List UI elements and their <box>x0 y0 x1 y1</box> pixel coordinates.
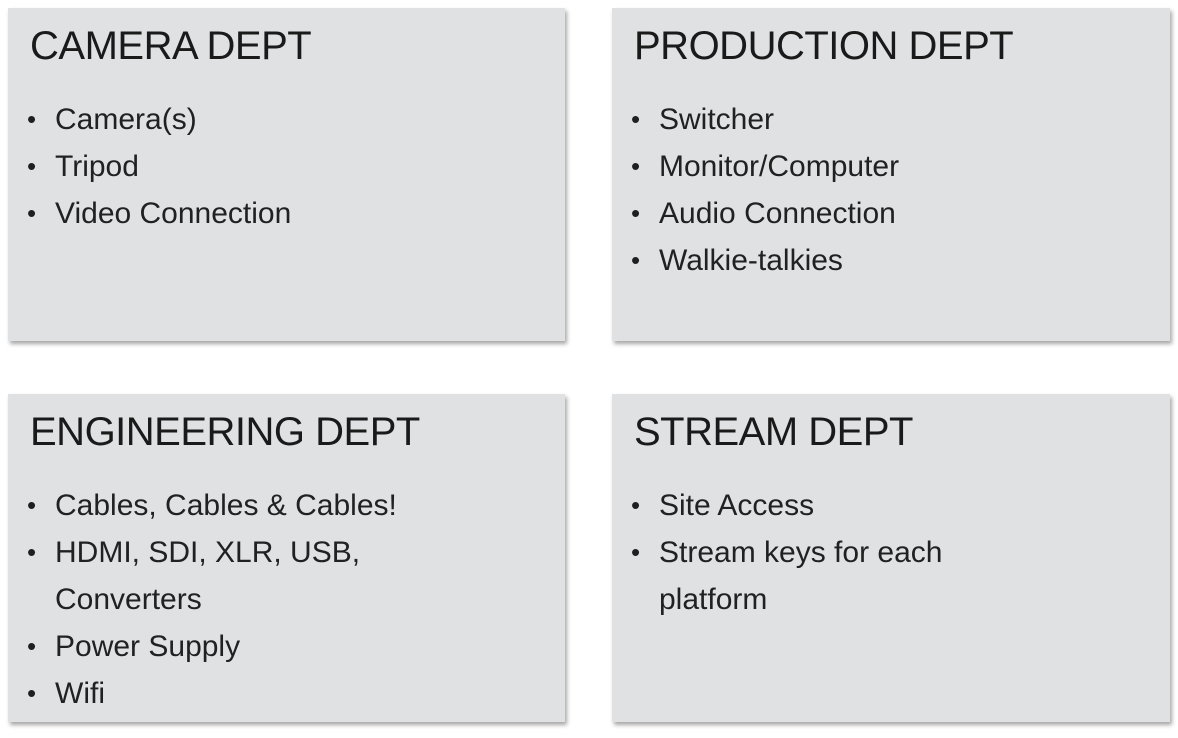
list-item: • Walkie-talkies <box>628 237 1154 284</box>
bullet-text: Audio Connection <box>659 197 896 230</box>
list-item: • Switcher <box>628 96 1154 143</box>
bullet-list-camera: • Camera(s) • Tripod • Video Connection <box>24 96 549 237</box>
list-item: • Video Connection <box>24 190 549 237</box>
list-item: • Audio Connection <box>628 190 1154 237</box>
card-production-dept: PRODUCTION DEPT • Switcher • Monitor/Com… <box>612 8 1170 341</box>
bullet-icon: • <box>27 198 37 228</box>
card-camera-dept: CAMERA DEPT • Camera(s) • Tripod • Video… <box>8 8 565 341</box>
bullet-list-stream: • Site Access • Stream keys for each pla… <box>628 482 1154 623</box>
list-item: • Site Access <box>628 482 1154 529</box>
bullet-icon: • <box>631 198 641 228</box>
card-title-stream: STREAM DEPT <box>634 410 913 454</box>
bullet-text: Camera(s) <box>55 103 197 136</box>
bullet-text: Cables, Cables & Cables! <box>55 489 397 522</box>
bullet-icon: • <box>27 104 37 134</box>
list-item: • Wifi <box>24 670 549 717</box>
bullet-text: Power Supply <box>55 630 241 663</box>
bullet-text: Switcher <box>659 103 775 136</box>
card-title-production: PRODUCTION DEPT <box>634 24 1014 68</box>
bullet-icon: • <box>27 537 37 567</box>
list-item: • Stream keys for each platform <box>628 529 1154 623</box>
bullet-text: Video Connection <box>55 197 292 230</box>
card-title-camera: CAMERA DEPT <box>30 24 312 68</box>
bullet-text: Stream keys for each platform <box>659 536 943 616</box>
bullet-icon: • <box>631 490 641 520</box>
card-stream-dept: STREAM DEPT • Site Access • Stream keys … <box>612 394 1170 722</box>
bullet-text: Monitor/Computer <box>659 150 900 183</box>
bullet-icon: • <box>631 151 641 181</box>
bullet-icon: • <box>27 631 37 661</box>
list-item: • Power Supply <box>24 623 549 670</box>
bullet-icon: • <box>631 104 641 134</box>
bullet-icon: • <box>27 151 37 181</box>
bullet-icon: • <box>631 537 641 567</box>
bullet-list-engineering: • Cables, Cables & Cables! • HDMI, SDI, … <box>24 482 549 717</box>
bullet-text: Walkie-talkies <box>659 244 843 277</box>
bullet-text: Site Access <box>659 489 815 522</box>
list-item: • Tripod <box>24 143 549 190</box>
card-title-engineering: ENGINEERING DEPT <box>30 410 420 454</box>
bullet-text: Tripod <box>55 150 139 183</box>
bullet-icon: • <box>27 678 37 708</box>
list-item: • Cables, Cables & Cables! <box>24 482 549 529</box>
bullet-icon: • <box>631 245 641 275</box>
bullet-text: HDMI, SDI, XLR, USB, Converters <box>55 536 361 616</box>
list-item: • HDMI, SDI, XLR, USB, Converters <box>24 529 549 623</box>
bullet-icon: • <box>27 490 37 520</box>
card-engineering-dept: ENGINEERING DEPT • Cables, Cables & Cabl… <box>8 394 565 722</box>
list-item: • Camera(s) <box>24 96 549 143</box>
list-item: • Monitor/Computer <box>628 143 1154 190</box>
bullet-list-production: • Switcher • Monitor/Computer • Audio Co… <box>628 96 1154 284</box>
bullet-text: Wifi <box>55 677 105 710</box>
